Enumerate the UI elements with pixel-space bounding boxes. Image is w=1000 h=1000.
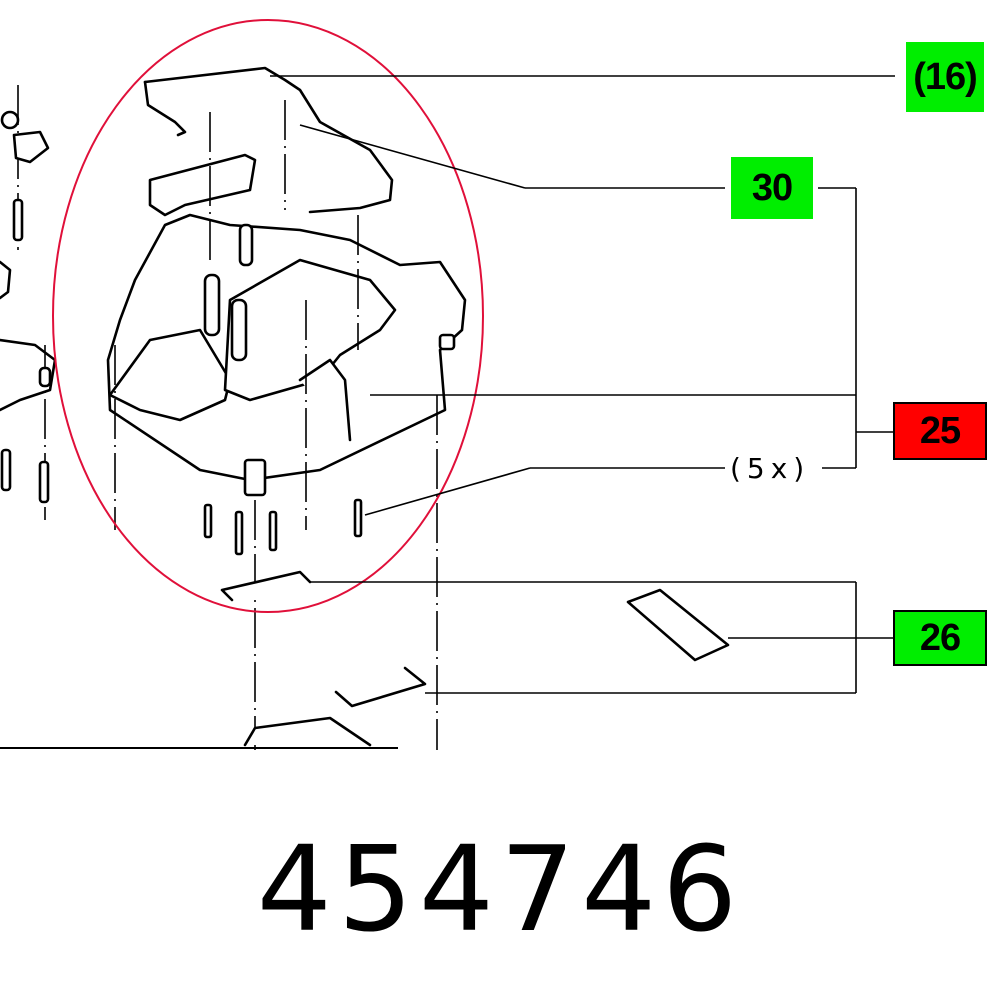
left-partial-parts bbox=[0, 85, 57, 520]
housing-part bbox=[106, 66, 467, 750]
part-number: 454746 bbox=[256, 820, 744, 958]
callout-30-label: 30 bbox=[751, 166, 793, 209]
highlight-ellipse bbox=[52, 19, 484, 613]
screw-set bbox=[203, 498, 363, 556]
callout-25-label: 25 bbox=[919, 409, 961, 452]
clip-parts bbox=[220, 570, 730, 747]
callout-26-label: 26 bbox=[919, 616, 961, 659]
callout-16: (16) bbox=[906, 42, 984, 112]
callout-26: 26 bbox=[893, 610, 987, 666]
quantity-note: (5x) bbox=[728, 452, 813, 485]
leader-lines bbox=[0, 75, 895, 749]
callout-16-label: (16) bbox=[913, 55, 978, 98]
callout-30: 30 bbox=[731, 157, 813, 219]
callout-25: 25 bbox=[893, 402, 987, 460]
